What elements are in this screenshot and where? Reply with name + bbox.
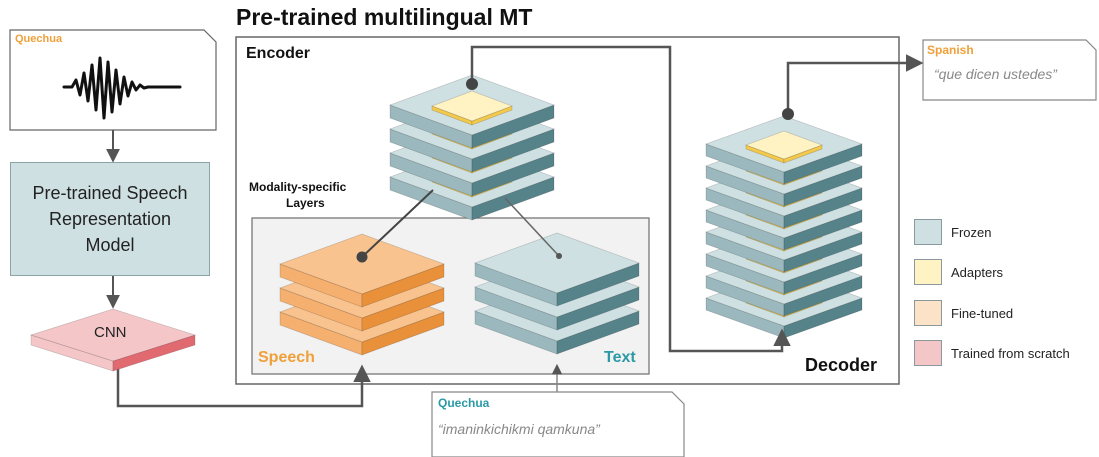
- legend-swatch-scratch: [914, 340, 942, 366]
- arrow-decoder-to-output: [786, 54, 924, 114]
- encoder-stack: [388, 74, 556, 221]
- modality-label-line1: Modality-specific: [249, 180, 347, 194]
- decoder-output-dot: [782, 108, 794, 120]
- cnn-slab: [29, 308, 197, 372]
- audio-input-card: [9, 29, 217, 131]
- encoder-layer-2-right-face: [471, 128, 555, 173]
- legend-label-frozen: Frozen: [951, 224, 992, 240]
- cnn-layer: [29, 308, 197, 372]
- text-layer-1-right-face: [556, 262, 640, 307]
- legend-item-fine-tuned: Fine-tuned: [914, 300, 1013, 326]
- speech-label: Speech: [258, 349, 315, 366]
- legend-item-frozen: Frozen: [914, 219, 991, 245]
- decoder-adapter-1: [744, 130, 824, 164]
- speech-model-label-line1: Pre-trained Speech: [32, 183, 188, 203]
- text-input-language-label: Quechua: [438, 396, 490, 410]
- cnn-slab-top-face: [29, 308, 197, 362]
- legend-label-adapters: Adapters: [951, 264, 1004, 280]
- encoder-adapter-1-top-face: [431, 90, 513, 122]
- mt-model-box: [235, 36, 900, 385]
- encoder-layer-3-right-face: [471, 152, 555, 197]
- text-connector-dot: [556, 253, 562, 259]
- text-layer-2-right-face: [556, 286, 640, 331]
- speech-connector-dot: [356, 251, 368, 263]
- encoder-output-dot: [466, 78, 478, 90]
- output-card: [922, 39, 1097, 101]
- legend-label-fine-tuned: Fine-tuned: [951, 305, 1014, 321]
- decoder-layer-7-right-face: [783, 275, 863, 317]
- encoder-layer-1-right-face: [471, 104, 555, 149]
- legend-item-adapters: Adapters: [914, 259, 1003, 285]
- text-layer-1-top-face: [473, 232, 641, 294]
- legend-swatch-frozen: [914, 219, 942, 245]
- text-label: Text: [604, 349, 636, 366]
- legend-swatch-adapters: [914, 259, 942, 285]
- speech-model-label-line2: Representation: [48, 209, 172, 229]
- diagram-title: Pre-trained multilingual MT: [236, 4, 533, 30]
- decoder-label: Decoder: [805, 355, 878, 375]
- encoder-adapter-1: [431, 90, 513, 126]
- text-input-sentence: “imaninkichikmi qamkuna”: [438, 421, 600, 437]
- modality-label-line2: Layers: [286, 196, 325, 210]
- connector-speech-to-encoder: [361, 189, 434, 258]
- legend-item-scratch: Trained from scratch: [914, 340, 1070, 366]
- audio-language-label: Quechua: [15, 33, 63, 45]
- waveform-icon: [62, 56, 182, 120]
- decoder-adapter-1-top-face: [744, 130, 824, 160]
- text-layer-1: [473, 232, 641, 307]
- arrow-cnn-to-speech: [116, 364, 371, 408]
- encoder-layer-4-right-face: [471, 176, 555, 221]
- output-sentence: “que dicen ustedes”: [934, 66, 1057, 82]
- arrow-encoder-to-decoder: [470, 45, 791, 353]
- decoder-stack: [704, 115, 864, 339]
- encoder-label: Encoder: [246, 45, 311, 62]
- legend-label-scratch: Trained from scratch: [951, 345, 1070, 361]
- text-layer-3-right-face: [556, 310, 640, 355]
- decoder-layer-6-right-face: [783, 253, 863, 295]
- connector-text-to-encoder: [504, 197, 560, 257]
- cnn-label: CNN: [94, 324, 127, 341]
- speech-model-label-line3: Model: [85, 235, 135, 255]
- pretrained-speech-model: Pre-trained Speech Representation Model: [10, 162, 210, 276]
- speech-layer-1-top-face: [278, 233, 446, 295]
- text-input-card: [431, 391, 685, 457]
- speech-layer-1: [278, 233, 446, 308]
- decoder-layer-1: [704, 115, 864, 185]
- speech-layer-stack: [278, 233, 446, 356]
- output-language-label: Spanish: [927, 43, 974, 57]
- legend-swatch-fine-tuned: [914, 300, 942, 326]
- text-layer-stack: [473, 232, 641, 355]
